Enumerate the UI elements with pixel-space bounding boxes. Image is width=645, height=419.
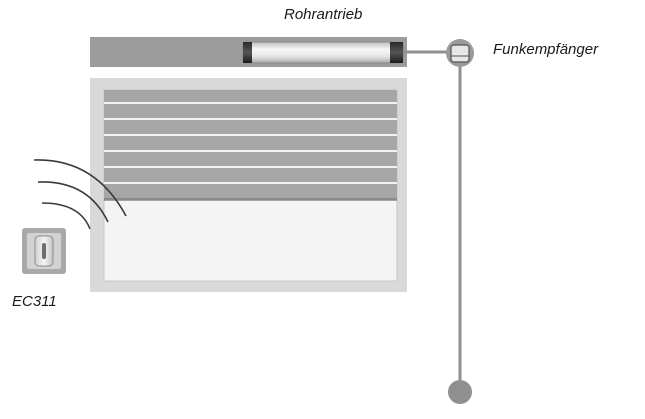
cable-end-icon xyxy=(448,380,472,404)
receiver-label: Funkempfänger xyxy=(493,41,599,58)
cable xyxy=(403,50,472,404)
tubular-motor-icon xyxy=(242,41,404,64)
receiver-icon xyxy=(446,39,474,67)
shutter-curtain xyxy=(104,90,397,201)
remote-label: EC311 xyxy=(12,293,57,310)
radio-waves-icon xyxy=(33,159,127,230)
motor-label: Rohrantrieb xyxy=(284,6,363,23)
wall-switch-icon xyxy=(22,228,66,274)
